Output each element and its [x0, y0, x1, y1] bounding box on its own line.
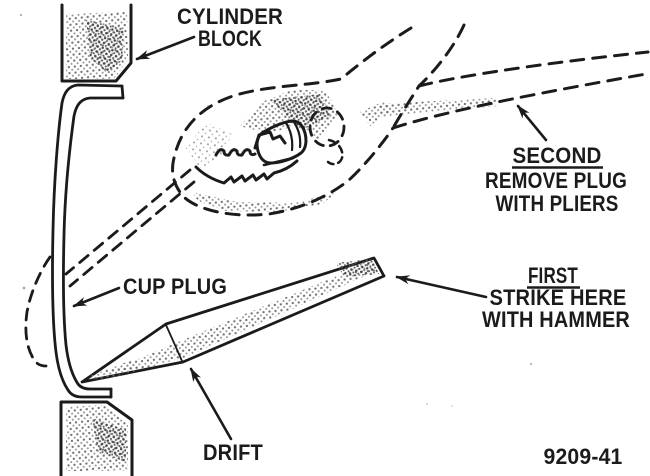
pliers-jaw-phantom-line-2	[68, 180, 196, 288]
drift-tip-shading	[90, 360, 138, 380]
cup-plug-outer-wall	[51, 83, 124, 399]
pliers-head-shading-left	[186, 122, 232, 168]
pliers-head-shading-dark	[270, 94, 332, 130]
first-step-arrow	[395, 275, 488, 299]
pliers-jaw-phantom-hook	[24, 255, 52, 368]
second-step-title: SECOND	[513, 143, 602, 168]
pliers-jaws	[194, 119, 308, 185]
cylinder-block-label-line2: BLOCK	[198, 26, 262, 51]
second-step-arrow	[516, 104, 548, 142]
cylinder-block-label-line1: CYLINDER	[177, 4, 283, 29]
second-step-line2: WITH PLIERS	[496, 191, 619, 216]
block-upper-shading-dark	[86, 20, 124, 74]
cylinder-block-upper	[60, 3, 133, 83]
block-upper-outline	[60, 3, 133, 83]
cylinder-block-lower	[59, 400, 134, 476]
drift-point-shoulder	[165, 324, 183, 362]
cup-plug-inner-wall	[62, 96, 125, 391]
pliers-head-outline	[171, 26, 413, 217]
drift-butt-shading	[336, 259, 379, 277]
block-lower-outline	[59, 400, 134, 476]
pliers-pivot-nut	[326, 138, 344, 166]
pliers-handle-shading-2	[360, 101, 392, 126]
figure-number: 9209-41	[544, 444, 623, 469]
first-step-line2: WITH HAMMER	[482, 307, 630, 332]
paper-speckles	[19, 13, 533, 407]
drift-outline	[80, 256, 386, 384]
second-step-line1: REMOVE PLUG	[485, 168, 627, 193]
drift-shading	[108, 262, 376, 377]
cylinder-block-arrow	[135, 35, 196, 61]
pliers-lower-handle-bottom-edge	[391, 72, 648, 130]
cup-plug-arrow	[72, 286, 121, 308]
drift-tool	[80, 256, 386, 384]
lower-jaw-grip-edge	[262, 156, 295, 167]
cup-plug-label: CUP PLUG	[123, 274, 227, 299]
gripped-plug-body	[255, 119, 308, 165]
pliers-lower-handle-top-edge	[417, 50, 650, 88]
pliers-pivot-bolt	[308, 106, 346, 148]
first-step-line1: STRIKE HERE	[490, 285, 627, 310]
drift-arrow	[189, 367, 233, 441]
pliers-jaw-phantom-line-1	[64, 168, 192, 276]
labels: CYLINDER BLOCK SECOND REMOVE PLUG WITH P…	[123, 4, 630, 469]
first-step-title: FIRST	[528, 263, 578, 288]
cup-plug-part	[51, 83, 125, 399]
pliers-head-shading-bottom	[192, 192, 338, 212]
drift-label: DRIFT	[203, 440, 263, 465]
lower-jaw-serrations	[194, 159, 299, 185]
cup-plug-rim-caps	[109, 84, 125, 399]
leader-arrows	[72, 35, 548, 441]
gripped-plug-rim-lines	[284, 120, 302, 152]
upper-jaw-serrations	[214, 148, 257, 157]
block-lower-shading-dark	[92, 418, 126, 462]
pliers-phantom	[24, 23, 650, 368]
